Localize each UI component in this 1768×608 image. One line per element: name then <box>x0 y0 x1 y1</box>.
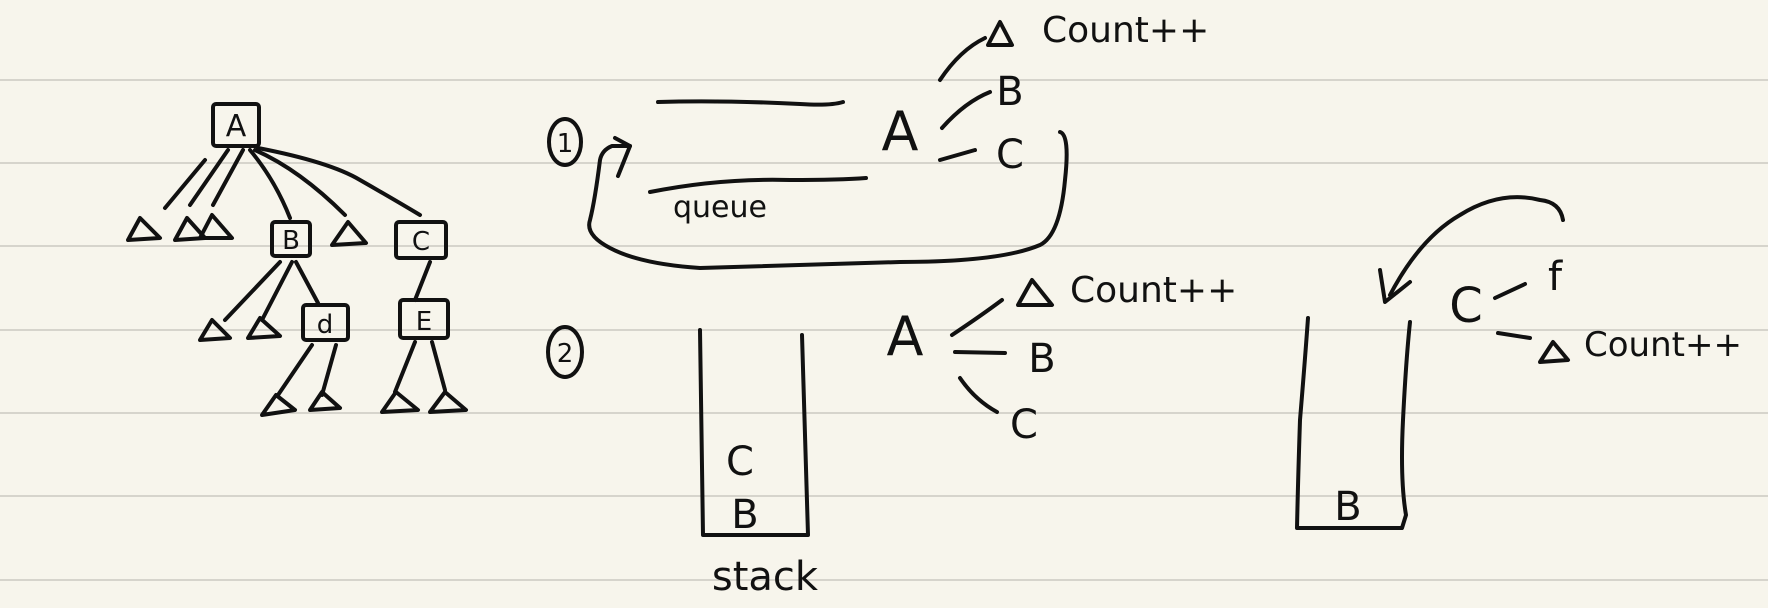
tree-edge <box>211 148 245 207</box>
step1-node-label: A <box>882 100 919 163</box>
tree-edge <box>163 158 207 210</box>
leaf-triangle <box>308 390 342 412</box>
step3-child: f <box>1548 254 1563 300</box>
tree-edge <box>248 148 292 220</box>
leaf-triangle <box>428 390 468 414</box>
stack-item-c: C <box>726 439 754 485</box>
tree-node-box <box>270 220 312 258</box>
leaf-triangle <box>246 316 282 340</box>
stack-item-b: B <box>731 492 758 538</box>
step1-leaf-triangle <box>986 20 1014 47</box>
tree-edge <box>260 260 294 322</box>
step2-circle <box>546 325 584 379</box>
step3-annotation: Count++ <box>1584 325 1742 365</box>
step2-node-label: A <box>887 305 924 368</box>
leaf-triangle <box>198 213 234 240</box>
tree-edge <box>430 340 447 392</box>
stack-container <box>698 328 810 537</box>
tree-edge <box>393 340 417 394</box>
stack-item-b: B <box>1334 484 1361 530</box>
step1-edge <box>938 36 987 82</box>
step1-queue-diagram: 1 queue A B C Count++ <box>547 10 1209 270</box>
step3-leaf-triangle <box>1538 340 1570 364</box>
queue-bottom-line <box>648 176 868 194</box>
step1-child-c: C <box>996 132 1024 178</box>
step1-edge <box>940 90 992 130</box>
tree-edge <box>413 260 432 302</box>
step1-annotation: Count++ <box>1042 10 1209 51</box>
tree-edge <box>188 148 230 207</box>
tree-edge <box>276 343 314 397</box>
tree-edge <box>253 148 347 217</box>
leaf-triangle <box>173 216 207 242</box>
tree-node-box <box>211 102 261 148</box>
step2-edge <box>950 298 1004 337</box>
step1-child-b: B <box>996 69 1023 115</box>
step3-node-label: C <box>1449 278 1483 334</box>
leaf-triangle <box>198 318 232 342</box>
tree-node-box <box>301 303 350 342</box>
queue-top-line <box>656 99 845 107</box>
ruled-lines <box>0 79 1768 581</box>
step2-annotation: Count++ <box>1070 270 1237 311</box>
step2-edge <box>953 350 1007 355</box>
step2-child-c: C <box>1010 402 1038 448</box>
pop-arrow-head <box>1378 268 1412 304</box>
step1-circle <box>547 117 583 167</box>
tree-edge <box>294 260 320 305</box>
tree-node-box <box>398 298 450 340</box>
queue-label: queue <box>673 190 767 225</box>
step3-stack-diagram: B C f Count++ <box>1295 195 1742 530</box>
stack-label: stack <box>712 554 819 600</box>
leaf-triangle <box>380 390 420 414</box>
leaf-triangle <box>330 220 368 247</box>
tree-root-label: A <box>226 109 247 144</box>
queue-arrow-head <box>613 136 632 178</box>
queue-loop-arrow <box>587 130 1069 270</box>
tree-node-box <box>394 220 448 260</box>
tree-node-d-label: d <box>317 310 334 340</box>
tree-diagram: A B C d E <box>126 102 468 417</box>
leaf-triangle <box>260 393 297 417</box>
pop-arrow <box>1388 195 1565 297</box>
tree-edge <box>256 146 422 217</box>
tree-node-e-label: E <box>416 307 432 337</box>
step1-edge <box>938 148 977 162</box>
step2-leaf-triangle <box>1016 278 1054 307</box>
step2-stack-diagram: 2 C B stack A B C Count++ <box>546 270 1237 600</box>
step1-number: 1 <box>557 129 574 159</box>
tree-edge <box>320 343 338 397</box>
step2-child-b: B <box>1028 336 1055 382</box>
step3-edge <box>1496 331 1532 340</box>
step3-edge <box>1493 282 1527 300</box>
tree-edge <box>223 260 282 322</box>
leaf-triangle <box>126 216 162 242</box>
tree-node-c-label: C <box>412 227 430 257</box>
stack-container <box>1295 316 1412 530</box>
tree-node-b-label: B <box>282 226 300 256</box>
step2-number: 2 <box>557 339 574 369</box>
step2-edge <box>958 376 999 414</box>
